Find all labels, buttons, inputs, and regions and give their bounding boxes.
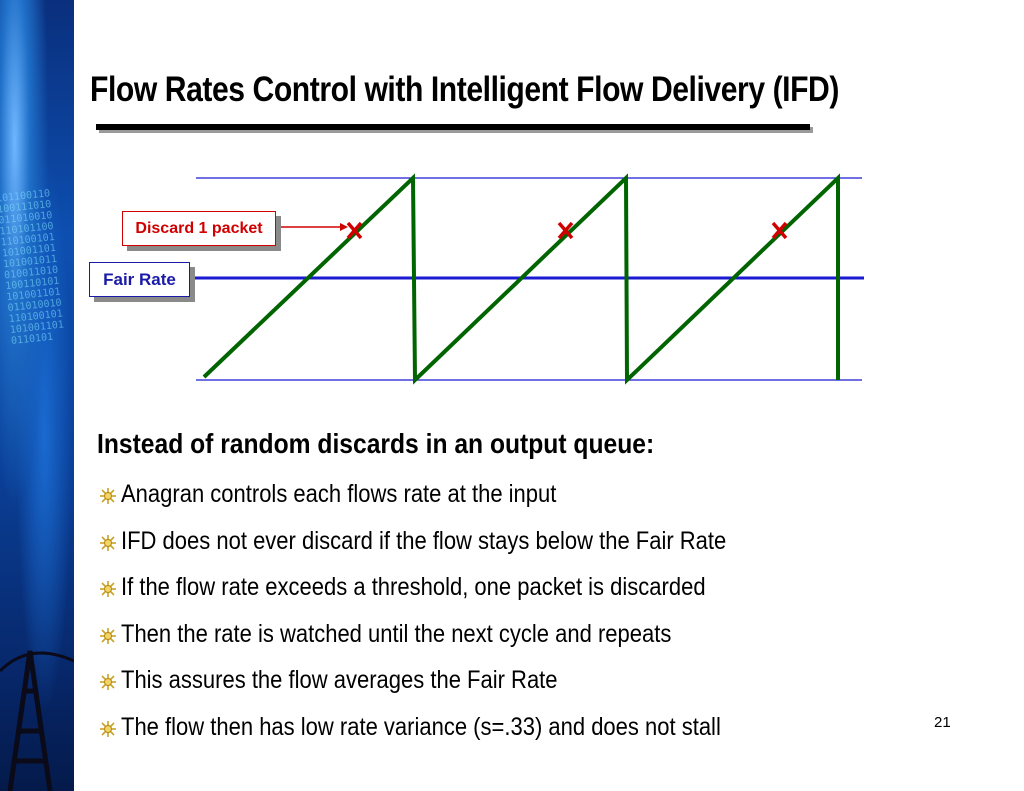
title-underline [96,124,810,130]
discard-marker-1 [346,221,363,240]
sawtooth-rate-curve [202,173,840,385]
bullet-text: IFD does not ever discard if the flow st… [121,526,727,555]
fair-rate-label: Fair Rate [89,262,190,297]
sunburst-bullet-icon [100,674,116,690]
arrow-head-icon [340,223,348,231]
discard-marker-3 [771,221,788,240]
page-number: 21 [934,714,951,731]
section-heading: Instead of random discards in an output … [97,428,655,459]
bullet-text: This assures the flow averages the Fair … [121,666,558,694]
bullet-text: Anagran controls each flows rate at the … [121,480,557,508]
antenna-mast-decoration [0,650,74,791]
bullet-text: Then the rate is watched until the next … [121,619,672,648]
sunburst-bullet-icon [100,488,116,504]
bullet-text: The flow then has low rate variance (s=.… [121,712,721,741]
bullet-text: If the flow rate exceeds a threshold, on… [121,573,706,601]
sunburst-bullet-icon [100,534,116,551]
sunburst-bullet-icon [100,627,116,644]
discard-packet-label: Discard 1 packet [122,211,276,246]
discard-marker-2 [557,221,574,240]
sunburst-bullet-icon [100,720,116,737]
sunburst-bullet-icon [100,581,116,597]
decorative-side-banner: 1011001101001110100110100101101011001101… [0,0,74,791]
slide-title: Flow Rates Control with Intelligent Flow… [90,70,839,109]
